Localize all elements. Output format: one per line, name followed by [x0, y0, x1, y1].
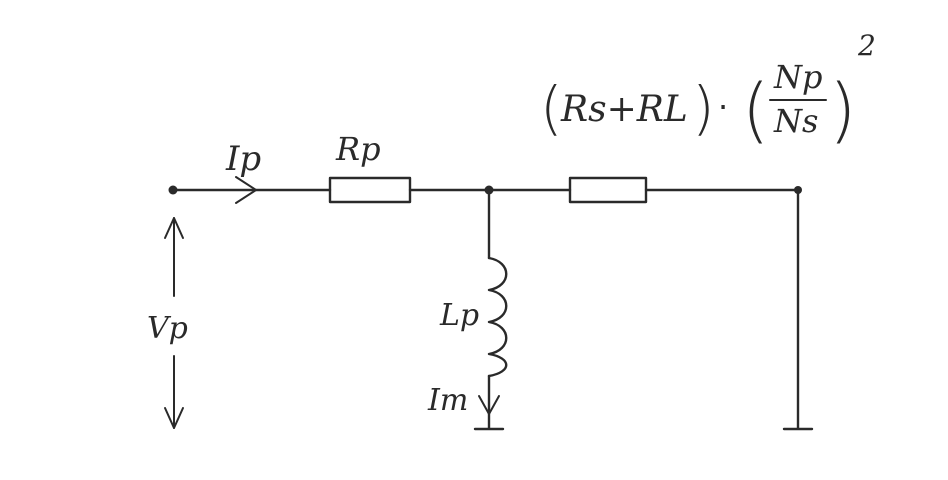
resistor-rp: [328, 176, 412, 204]
label-ip: Ip: [225, 139, 261, 179]
expr-sum: Rs+RL: [560, 89, 688, 130]
expr-frac-open-paren: (: [742, 69, 769, 151]
expr-multiply-dot: ·: [718, 88, 728, 126]
reflected-load-expression: ( Rs+RL ) · ( Np Ns ) 2: [540, 29, 876, 151]
current-arrow-ip: [235, 176, 257, 204]
expr-open-paren: (: [540, 74, 563, 142]
inductor-lp: [487, 256, 508, 378]
expr-exponent: 2: [857, 29, 876, 62]
voltage-arrow-down-head: [164, 407, 184, 429]
expr-numerator: Np: [773, 58, 822, 96]
expr-frac-close-paren: ): [829, 69, 856, 151]
current-arrow-im: [478, 395, 500, 415]
input-terminal: [168, 185, 178, 195]
voltage-arrow-up-head: [164, 217, 184, 239]
expr-denominator: Ns: [773, 102, 818, 140]
resistor-reflected-load: [568, 176, 648, 204]
label-im: Im: [427, 383, 468, 418]
expr-close-paren: ): [692, 74, 715, 142]
label-rp: Rp: [335, 130, 381, 168]
label-vp: Vp: [147, 311, 188, 346]
label-lp: Lp: [439, 298, 479, 333]
